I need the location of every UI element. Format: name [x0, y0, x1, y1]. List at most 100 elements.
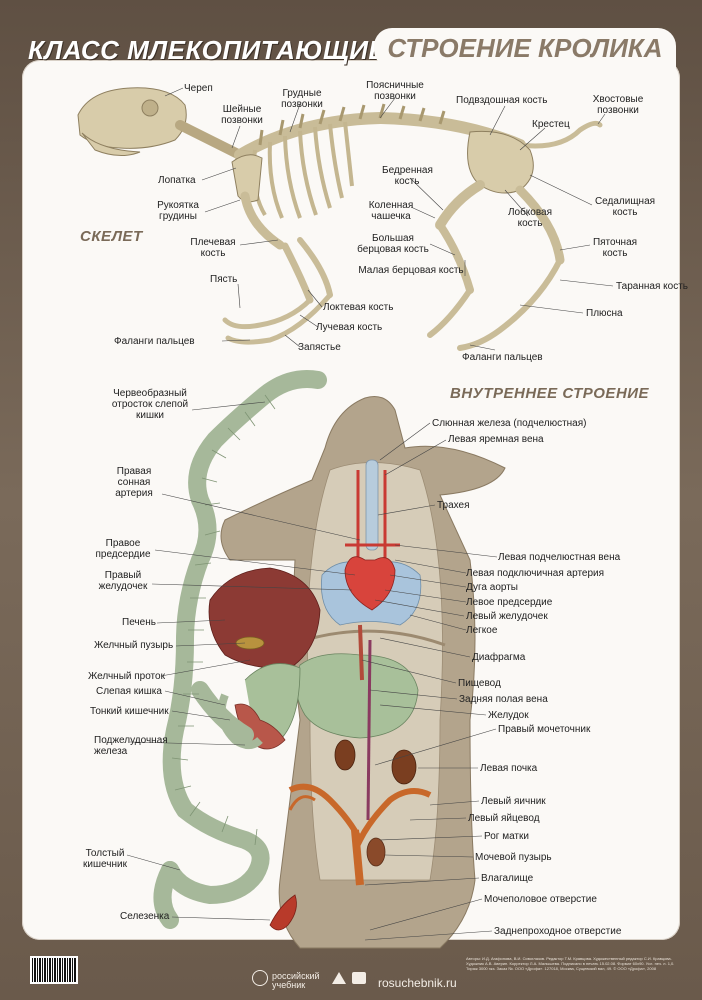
label-bladder: Мочевой пузырь	[475, 852, 552, 863]
label-trachea: Трахея	[437, 500, 470, 511]
diaphragm-shape	[304, 629, 446, 647]
website-link[interactable]: rosuchebnik.ru	[378, 976, 457, 990]
label-phalanges-hind: Фаланги пальцев	[462, 352, 543, 363]
front-leg-upper	[240, 191, 285, 250]
label-fibula: Малая берцовая кость	[358, 265, 464, 276]
label-left-oviduct: Левый яйцевод	[468, 813, 540, 824]
label-radius: Лучевая кость	[316, 322, 383, 333]
poster-title: СТРОЕНИЕ КРОЛИКА	[374, 28, 676, 68]
label-aortic-arch: Дуга аорты	[466, 582, 518, 593]
label-carpus: Запястье	[298, 342, 341, 353]
kidney-right-shape	[334, 739, 356, 771]
front-paw	[222, 297, 313, 330]
label-right-carotid: Правая сонная артерия	[115, 466, 153, 499]
label-tibia: Большая берцовая кость	[357, 233, 429, 255]
label-bile-duct: Желчный проток	[88, 671, 165, 682]
cervical-shape	[175, 120, 245, 160]
label-esophagus: Пищевод	[458, 678, 501, 689]
vena-cava-shape	[366, 639, 372, 821]
kidney-shape	[391, 749, 417, 785]
imprint-text: Авторы: И.Д. Агафонова, В.И. Сивоглазов.…	[466, 956, 675, 971]
label-metatarsus: Плюсна	[586, 308, 623, 319]
gallbladder-shape	[235, 636, 265, 650]
hind-foot-2	[457, 257, 563, 351]
small-intestine-shape	[217, 693, 263, 749]
label-left-jugular: Левая яремная вена	[448, 434, 544, 445]
label-left-ovary: Левый яичник	[481, 796, 546, 807]
jaw-shape	[81, 132, 141, 156]
publisher-logo-icon	[252, 970, 268, 986]
label-small-intestine: Тонкий кишечник	[90, 706, 169, 717]
label-left-subclavian-artery: Левая подключичная артерия	[466, 568, 605, 579]
spine-processes	[258, 103, 446, 146]
label-right-atrium: Правое предсердие	[95, 538, 151, 560]
label-right-ureter: Правый мочеточник	[498, 724, 591, 735]
tibia-shape	[436, 221, 474, 294]
label-diaphragm: Диафрагма	[472, 652, 526, 663]
femur-shape	[435, 180, 485, 230]
publisher-name: российский учебник	[272, 971, 320, 990]
hind-leg-2	[515, 185, 565, 265]
label-gallbladder: Желчный пузырь	[94, 640, 174, 651]
label-liver: Печень	[122, 617, 156, 628]
label-metacarpus: Пясть	[210, 274, 238, 285]
label-pubis: Лобковая кость	[507, 207, 553, 229]
label-salivary: Слюнная железа (подчелюстная)	[432, 418, 587, 429]
label-caudal: Хвостовые позвонки	[592, 94, 644, 116]
reproductive-shape	[288, 783, 432, 847]
label-vena-cava: Задняя полая вена	[459, 694, 548, 705]
label-humerus: Плечевая кость	[190, 237, 236, 259]
label-thoracic: Грудные позвонки	[281, 88, 323, 110]
label-vagina: Влагалище	[481, 873, 534, 884]
label-left-atrium: Левое предсердие	[466, 597, 553, 608]
spleen-shape	[269, 894, 297, 931]
label-stomach: Желудок	[488, 710, 529, 721]
label-left-subclavian-vein: Левая подчелюстная вена	[498, 552, 621, 563]
front-paw-2	[225, 292, 333, 345]
uterus-shape	[351, 829, 364, 886]
label-femur: Бедренная кость	[382, 165, 433, 187]
label-spleen: Селезенка	[120, 911, 170, 922]
partner-logo-2-icon	[352, 972, 366, 984]
label-manubrium: Рукоятка грудины	[157, 200, 199, 222]
label-ilium: Подвздошная кость	[456, 95, 548, 106]
label-urogenital: Мочеполовое отверстие	[484, 894, 597, 905]
label-left-kidney: Левая почка	[480, 763, 538, 774]
label-patella: Коленная чашечка	[368, 200, 414, 222]
label-scapula: Лопатка	[158, 175, 196, 186]
label-talus: Таранная кость	[616, 281, 688, 292]
esophagus-shape	[358, 624, 364, 681]
skeleton-illustration	[77, 87, 603, 351]
skeleton-section-title: СКЕЛЕТ	[80, 228, 143, 245]
label-cervical: Шейные позвонки	[221, 104, 263, 126]
colon-shape	[288, 795, 316, 811]
label-lung: Легкое	[466, 625, 498, 636]
heart-shape	[344, 556, 396, 611]
label-calcaneus: Пяточная кость	[592, 237, 638, 259]
label-skull: Череп	[184, 83, 213, 94]
label-left-ventricle: Левый желудочек	[466, 611, 548, 622]
internal-section-title: ВНУТРЕННЕЕ СТРОЕНИЕ	[450, 385, 650, 402]
label-phalanges-front: Фаланги пальцев	[114, 336, 195, 347]
bladder-shape	[366, 837, 386, 867]
label-appendix: Червеобразный отросток слепой кишки	[111, 388, 189, 421]
label-cecum: Слепая кишка	[96, 686, 162, 697]
label-ulna: Локтевая кость	[323, 302, 394, 313]
barcode	[30, 956, 78, 984]
tail-shape	[517, 120, 603, 149]
skeleton-leader-lines	[164, 87, 614, 351]
arteries-shape	[345, 470, 400, 560]
label-large-intestine: Толстый кишечник	[83, 848, 127, 870]
label-right-ventricle: Правый желудочек	[98, 570, 148, 592]
hind-foot	[427, 287, 473, 338]
intestine-rings	[171, 394, 276, 846]
label-uterine-horn: Рог матки	[484, 831, 529, 842]
label-pancreas: Поджелудочная железа	[94, 735, 168, 757]
liver-shape	[208, 567, 321, 669]
label-anus: Заднепроходное отверстие	[494, 926, 622, 937]
label-ischium: Седалищная кость	[594, 196, 656, 218]
stomach-shape	[295, 653, 419, 739]
label-lumbar: Поясничные позвонки	[366, 80, 424, 102]
label-sacrum: Крестец	[532, 119, 570, 130]
front-leg-2	[297, 237, 333, 298]
